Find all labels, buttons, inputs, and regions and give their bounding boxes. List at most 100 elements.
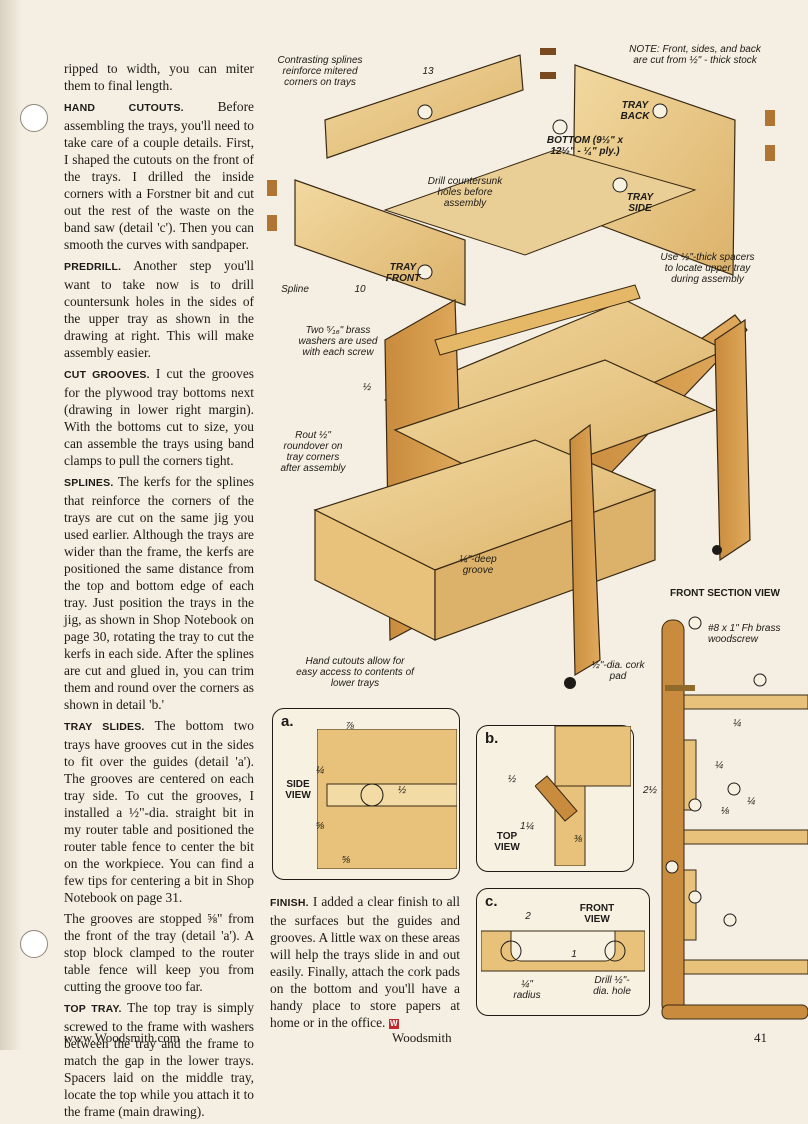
detail-b-d12: ½ — [507, 774, 517, 785]
detail-a-d14: ¼ — [315, 765, 325, 776]
tray-bottom-panel — [383, 149, 697, 256]
label-dim-10: 10 — [354, 284, 366, 295]
detail-a-d58a: ⅝ — [315, 821, 325, 832]
footer-page-number: 41 — [754, 1030, 767, 1045]
callout-f-section-1 — [688, 616, 702, 630]
label-bottom: BOTTOM (9½" x 12½" - ¼" ply.) — [546, 135, 624, 157]
label-cork-pad: ½"-dia. cork pad — [591, 660, 645, 682]
cork-pad-foot-2 — [712, 545, 722, 555]
paragraph-tray-slides: TRAY SLIDES. The bottom two trays have g… — [64, 717, 254, 906]
label-dim-18: ⅛ — [720, 806, 730, 817]
spline-4 — [267, 215, 277, 231]
binder-hole-top — [20, 104, 48, 132]
finish-paragraph: FINISH. I added a clear finish to all th… — [270, 893, 460, 1031]
main-exploded-drawing — [267, 48, 775, 689]
label-dim-13: 13 — [422, 66, 434, 77]
label-tray-back: TRAY BACK — [620, 100, 650, 122]
text-tray-slides: The bottom two trays have grooves cut in… — [64, 718, 254, 905]
detail-a-d12: ½ — [397, 785, 407, 796]
text-top-tray: The top tray is simply screwed to the fr… — [64, 1000, 254, 1119]
callout-g-1 — [552, 119, 568, 135]
spline-6 — [765, 145, 775, 161]
detail-c-d2: 2 — [525, 911, 531, 922]
paragraph-top-tray: TOP TRAY. The top tray is simply screwed… — [64, 999, 254, 1120]
heading-tray-slides: TRAY SLIDES. — [64, 721, 145, 733]
label-drill-countersunk: Drill countersunk holes before assembly — [427, 176, 503, 209]
detail-c-d1: 1 — [571, 949, 577, 960]
text-finish: I added a clear finish to all the surfac… — [270, 894, 460, 1030]
detail-b-spline — [535, 775, 578, 822]
spline-2 — [540, 72, 556, 79]
paragraph-predrill: PREDRILL. Another step you'll want to ta… — [64, 257, 254, 361]
detail-c-view: FRONT VIEW — [579, 903, 615, 925]
heading-cut-grooves: CUT GROOVES. — [64, 369, 150, 381]
front-section-drawing — [661, 616, 808, 1020]
callout-f-1 — [417, 104, 433, 120]
callout-g-section-1 — [753, 673, 767, 687]
front-section-title: FRONT SECTION VIEW — [670, 588, 780, 599]
paragraph-cut-grooves: CUT GROOVES. I cut the grooves for the p… — [64, 365, 254, 469]
detail-c-hole-right — [604, 940, 626, 962]
paragraph-splines: SPLINES. The kerfs for the splines that … — [64, 473, 254, 713]
heading-hand-cutouts: HAND CUTOUTS. — [64, 102, 184, 114]
callout-f-section-3 — [688, 890, 702, 904]
paragraph-stopped: The grooves are stopped ⅝" from the fron… — [64, 911, 254, 994]
detail-c-hole-left — [500, 940, 522, 962]
spline-5 — [765, 110, 775, 126]
binder-hole-bottom — [20, 930, 48, 958]
text-cut-grooves: I cut the grooves for the plywood tray b… — [64, 366, 254, 468]
frame-front-right — [569, 423, 601, 677]
detail-a-d58b: ⅝ — [341, 855, 351, 866]
label-rout-roundover: Rout ½" roundover on tray corners after … — [280, 430, 346, 474]
callout-g-section-2 — [727, 782, 741, 796]
label-hand-cutouts: Hand cutouts allow for easy access to co… — [296, 656, 414, 689]
detail-c-drill: Drill ½"-dia. hole — [593, 975, 631, 997]
detail-b-view: TOP VIEW — [494, 831, 520, 853]
section-guide-1 — [683, 739, 697, 811]
callout-e-2 — [417, 264, 433, 280]
detail-c-radius: ¼" radius — [513, 979, 541, 1001]
spacer-bar — [434, 284, 641, 356]
heading-splines: SPLINES. — [64, 477, 114, 489]
paragraph-hand-cutouts: HAND CUTOUTS. Before assembling the tray… — [64, 98, 254, 253]
label-use-spacers: Use ½"-thick spacers to locate upper tra… — [660, 252, 755, 285]
text-predrill: Another step you'll want to take now is … — [64, 258, 254, 360]
paragraph-intro: ripped to width, you can miter them to f… — [64, 61, 254, 93]
footer-brand: Woodsmith — [392, 1030, 452, 1045]
label-dim-14: ¼ — [746, 796, 756, 807]
label-dim-q2: ¼ — [714, 760, 724, 771]
binding-edge — [0, 0, 22, 1050]
detail-a-d78: ⅞ — [345, 721, 355, 732]
detail-a-box: a. SIDE VIEW ⅞ ¼ ½ ⅝ ⅝ — [272, 708, 460, 880]
frame-front-far — [714, 318, 751, 562]
label-dim-half: ½ — [362, 382, 372, 393]
detail-b-d114: 1¼ — [520, 821, 534, 832]
detail-b-box: b. TOP VIEW ½ 1¼ ⅜ — [476, 725, 634, 872]
label-dim-q1: ¼ — [732, 718, 742, 729]
label-contrasting-splines: Contrasting splines reinforce mitered co… — [277, 55, 363, 88]
label-spline: Spline — [281, 284, 309, 295]
label-groove: ¼"-deep groove — [459, 554, 497, 576]
detail-a-tag: a. — [281, 713, 294, 730]
text-hand-cutouts: Before assembling the trays, you'll need… — [64, 99, 254, 252]
cork-pad-foot — [564, 677, 576, 689]
label-tray-front: TRAY FRONT — [385, 262, 421, 284]
detail-a-drawing — [317, 729, 457, 869]
section-tray-2 — [683, 829, 808, 845]
spline-1 — [540, 48, 556, 55]
label-note: NOTE: Front, sides, and back are cut fro… — [629, 44, 761, 66]
detail-a-bit — [360, 783, 384, 807]
detail-a-view: SIDE VIEW — [285, 779, 311, 801]
label-dim-212: 2½ — [643, 785, 657, 796]
callout-g-section-3 — [723, 913, 737, 927]
callout-e-1 — [652, 103, 668, 119]
label-washers: Two ⁵⁄₁₆" brass washers are used with ea… — [298, 325, 378, 358]
callout-a-section — [665, 860, 679, 874]
section-bottom — [661, 1004, 808, 1020]
detail-c-tag: c. — [485, 893, 498, 910]
spline-3 — [267, 180, 277, 196]
detail-b-side — [554, 726, 631, 787]
label-screw: #8 x 1" Fh brass woodscrew — [708, 623, 781, 645]
label-tray-side: TRAY SIDE — [626, 192, 654, 214]
detail-b-d38: ⅜ — [573, 834, 583, 845]
